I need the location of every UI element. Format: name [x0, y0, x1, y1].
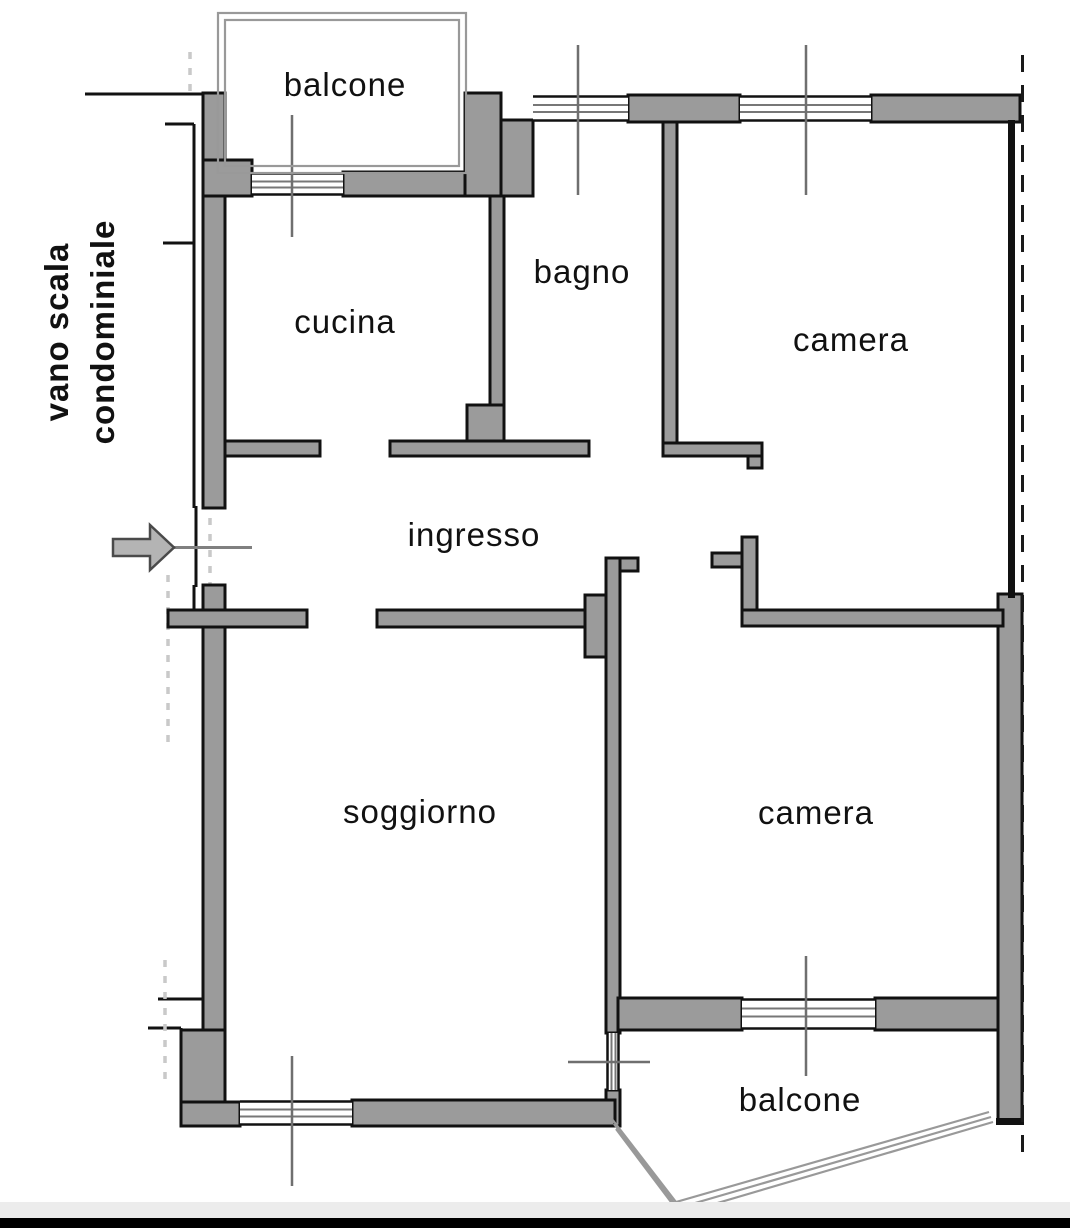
room-label-bagno: bagno — [533, 253, 631, 290]
window-soggiorno — [240, 1056, 352, 1186]
room-label-soggiorno: soggiorno — [343, 793, 497, 830]
room-label-camera-bottom: camera — [757, 794, 875, 831]
railing-balcone-top — [216, 11, 468, 175]
stairwell-label-line1: vano scala — [37, 242, 75, 422]
room-label-balcone-bottom: balcone — [738, 1081, 862, 1118]
railing-balcone-bottom — [611, 1110, 994, 1216]
window-camera-bottom — [742, 956, 875, 1076]
room-label-ingresso: ingresso — [407, 516, 541, 553]
stairwell-label-line2: condominiale — [84, 219, 121, 445]
window-camera-top — [740, 45, 871, 195]
room-label-cucina: cucina — [294, 303, 396, 340]
entrance — [111, 506, 252, 587]
walls — [166, 91, 1024, 1128]
bottom-border-bar — [0, 1218, 1070, 1228]
window-soggiorno-balcone — [568, 1033, 650, 1090]
room-label-camera-top: camera — [792, 321, 910, 358]
window-cucina-balcone — [252, 115, 343, 237]
window-bagno — [533, 45, 628, 195]
bottom-light-band — [0, 1202, 1070, 1218]
entrance-arrow-icon — [111, 522, 176, 573]
room-label-balcone-top: balcone — [283, 66, 407, 103]
windows — [240, 45, 875, 1186]
stairwell-label: vano scala condominiale — [34, 220, 126, 445]
